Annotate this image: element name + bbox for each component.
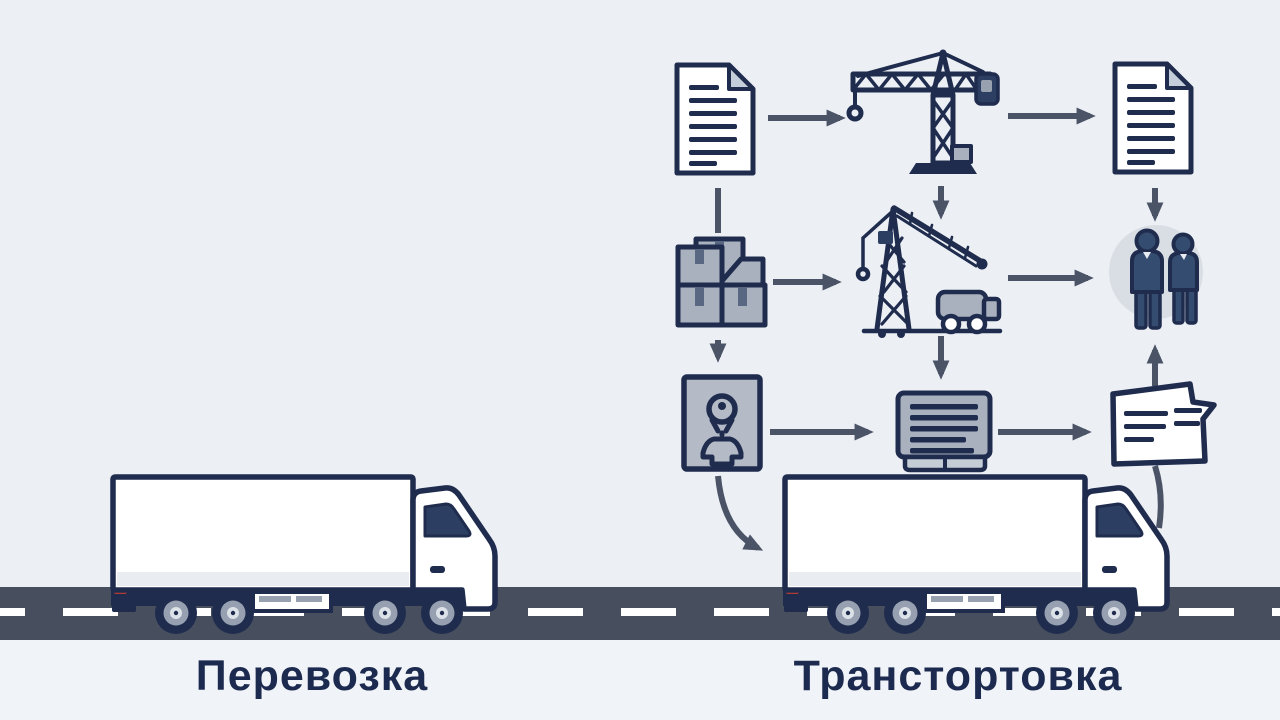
tower-crane-icon — [846, 49, 1000, 174]
flow-arrows — [709, 107, 1164, 551]
label-perevozka: Перевозка — [195, 652, 429, 700]
ground-below-road — [0, 640, 1280, 720]
note-icon — [1110, 381, 1217, 467]
document-icon — [677, 65, 753, 173]
arrow-card-to-truck — [715, 475, 764, 551]
location-card-icon — [681, 374, 763, 472]
terminal-icon — [895, 390, 993, 473]
line-note-down-to-truck — [1152, 465, 1164, 529]
cargo-boxes-icon — [675, 236, 768, 328]
mobile-crane-icon — [855, 205, 1003, 338]
label-transtortovka: Транстортовка — [793, 652, 1123, 700]
workers-icon — [1109, 225, 1203, 330]
document-icon — [1115, 64, 1191, 172]
truck-icon-left — [111, 477, 495, 634]
truck-icon-right — [783, 477, 1167, 634]
